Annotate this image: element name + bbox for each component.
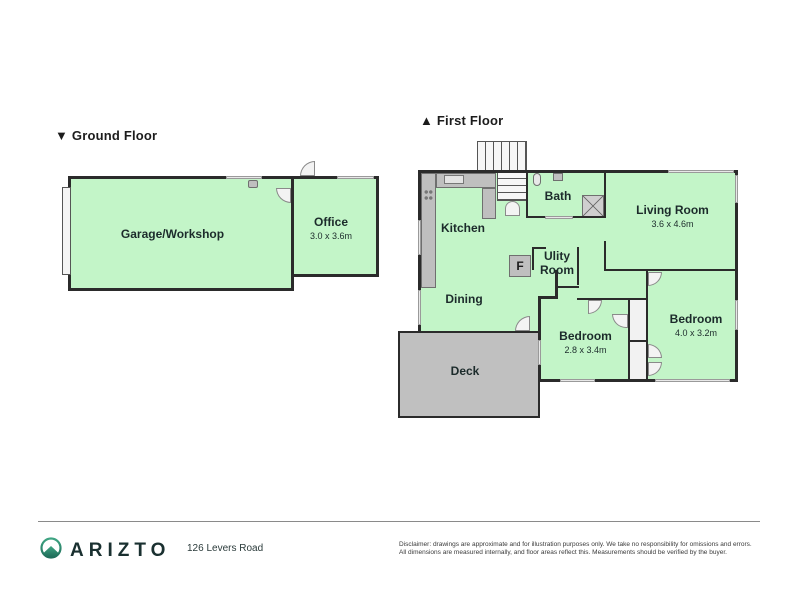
room-label-bath: Bath: [536, 189, 580, 203]
room-dimensions: 3.0 x 3.6m: [309, 231, 353, 241]
door-icon: [515, 316, 530, 331]
room-bedroom-2: [540, 298, 630, 380]
stairs-icon: [477, 141, 527, 172]
fridge-icon: F: [509, 255, 531, 277]
wall: [532, 247, 546, 249]
wall: [735, 170, 738, 382]
window-icon: [538, 340, 541, 365]
disclaimer-line: All dimensions are measured internally, …: [399, 549, 727, 556]
room-name: Ulity: [543, 249, 570, 263]
room-bedroom-1: [646, 271, 735, 380]
disclaimer: Disclaimer: drawings are approximate and…: [399, 541, 769, 557]
room-garage-workshop: [68, 177, 293, 290]
wall: [376, 176, 379, 277]
kitchen-counter: [421, 173, 436, 288]
window-icon: [655, 379, 730, 382]
wall: [604, 241, 606, 271]
window-icon: [560, 379, 595, 382]
wall: [68, 176, 294, 179]
basin-icon: [553, 173, 563, 181]
room-dimensions: 3.6 x 4.6m: [651, 219, 694, 229]
stairs-icon: [497, 171, 527, 201]
window-icon: [735, 300, 738, 330]
room-label-bedroom-2: Bedroom 2.8 x 3.4m: [548, 329, 623, 357]
room-label-deck: Deck: [430, 364, 500, 378]
wall: [628, 340, 648, 342]
door-icon: [300, 161, 315, 176]
room-label-office: Office 3.0 x 3.6m: [295, 215, 367, 243]
room-label-kitchen: Kitchen: [435, 221, 491, 235]
kitchen-counter: [482, 188, 496, 219]
wall: [538, 297, 541, 382]
room-name: Bedroom: [559, 329, 612, 343]
room-name: Living Room: [636, 203, 709, 217]
wall: [555, 286, 579, 288]
window-icon: [668, 170, 734, 173]
wall: [418, 170, 737, 173]
room-office: [293, 177, 377, 276]
disclaimer-line: Disclaimer: drawings are approximate and…: [399, 541, 752, 548]
kitchen-sink-icon: [444, 175, 464, 184]
wall: [291, 274, 379, 277]
toilet-icon: [533, 173, 541, 186]
wall: [532, 247, 534, 270]
window-icon: [337, 176, 374, 179]
first-floor-title: ▲ First Floor: [420, 113, 504, 128]
property-address: 126 Levers Road: [187, 543, 264, 554]
wall: [604, 170, 606, 218]
wall: [577, 247, 579, 285]
brand-logo-icon: [40, 537, 62, 559]
stovetop-icon: [424, 189, 433, 201]
wall: [577, 298, 647, 300]
room-name: Bath: [544, 189, 572, 203]
room-dimensions: 2.8 x 3.4m: [564, 345, 607, 355]
room-dimensions: 4.0 x 3.2m: [674, 328, 718, 338]
ground-floor-title: ▼ Ground Floor: [55, 128, 158, 143]
room-hallway: [556, 218, 646, 298]
wall: [646, 271, 648, 382]
wall: [538, 296, 557, 299]
garage-door-icon: [62, 187, 71, 275]
wall: [68, 288, 294, 291]
room-label-bedroom-1: Bedroom 4.0 x 3.2m: [660, 312, 732, 340]
room-name: Kitchen: [440, 221, 485, 235]
wall: [555, 270, 558, 299]
window-icon: [545, 216, 573, 219]
room-deck: [398, 331, 540, 418]
wall: [604, 269, 737, 271]
window-icon: [735, 175, 738, 203]
room-name: Bedroom: [669, 312, 723, 326]
shower-icon: [582, 195, 604, 217]
wall: [291, 176, 294, 291]
wall: [291, 176, 379, 179]
room-name: Deck: [450, 364, 480, 378]
room-label-living: Living Room 3.6 x 4.6m: [625, 203, 720, 231]
sink-icon: [248, 180, 258, 188]
room-label-utility: Ulity Room: [535, 249, 579, 277]
window-icon: [418, 220, 421, 255]
room-label-garage-workshop: Garage/Workshop: [100, 227, 245, 241]
room-name: Dining: [445, 292, 483, 306]
room-name: Office: [313, 215, 348, 229]
brand-name: ARIZTO: [70, 540, 171, 561]
room-name: Room: [540, 263, 574, 277]
window-icon: [226, 176, 262, 179]
wall: [526, 170, 528, 218]
window-icon: [418, 290, 421, 325]
room-label-dining: Dining: [436, 292, 492, 306]
footer-divider: [38, 521, 760, 522]
door-icon: [505, 201, 520, 216]
room-name: Garage/Workshop: [120, 227, 225, 241]
wall: [538, 379, 738, 382]
